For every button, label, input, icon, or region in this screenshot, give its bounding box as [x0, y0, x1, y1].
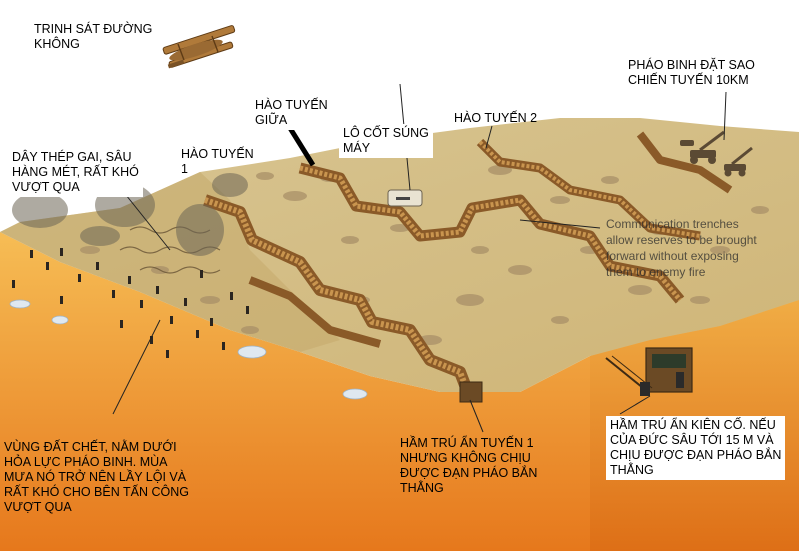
no-mans-land-zone	[0, 172, 340, 352]
label-front-dugout: HẦM TRÚ ẨN TUYẾN 1 NHƯNG KHÔNG CHỊU ĐƯỢC…	[400, 436, 538, 495]
soldiers	[12, 248, 249, 358]
front-trench	[203, 194, 476, 401]
label-deep-dugout: HẦM TRÚ ẨN KIÊN CỐ. NẾU CỦA ĐỨC SÂU TỚI …	[606, 416, 786, 480]
biplane	[162, 25, 236, 69]
label-trench-2: HÀO TUYẾN 2	[454, 111, 538, 125]
label-no-mans-land: VÙNG ĐẤT CHẾT, NẰM DƯỚI HỎA LỰC PHÁO BIN…	[4, 440, 189, 514]
label-artillery: PHÁO BINH ĐẶT SAO CHIẾN TUYẾN 10KM	[628, 58, 755, 87]
label-trench-1: HÀO TUYẾN 1	[181, 147, 254, 176]
water-puddles	[9, 299, 368, 400]
deep-dugout	[605, 347, 693, 396]
label-machine-gun: LÔ CỐT SÚNG MÁY	[339, 124, 433, 158]
label-air-recon: TRINH SÁT ĐƯỜNG KHÔNG	[34, 22, 153, 51]
shell-craters	[80, 165, 769, 345]
label-barbed-wire: DÂY THÉP GAI, SÂU HÀNG MÉT, RẤT KHÓ VƯỢT…	[8, 148, 143, 197]
label-communication-trenches: Communication trenches allow reserves to…	[606, 217, 757, 279]
label-middle-trench: HÀO TUYẾN GIỮA	[251, 96, 332, 130]
artillery-guns	[680, 130, 753, 177]
front-dugout	[459, 381, 483, 403]
machine-gun-pillbox	[387, 189, 423, 207]
leader-lines	[112, 83, 727, 433]
communication-trench	[248, 131, 733, 348]
second-trench	[298, 162, 685, 304]
